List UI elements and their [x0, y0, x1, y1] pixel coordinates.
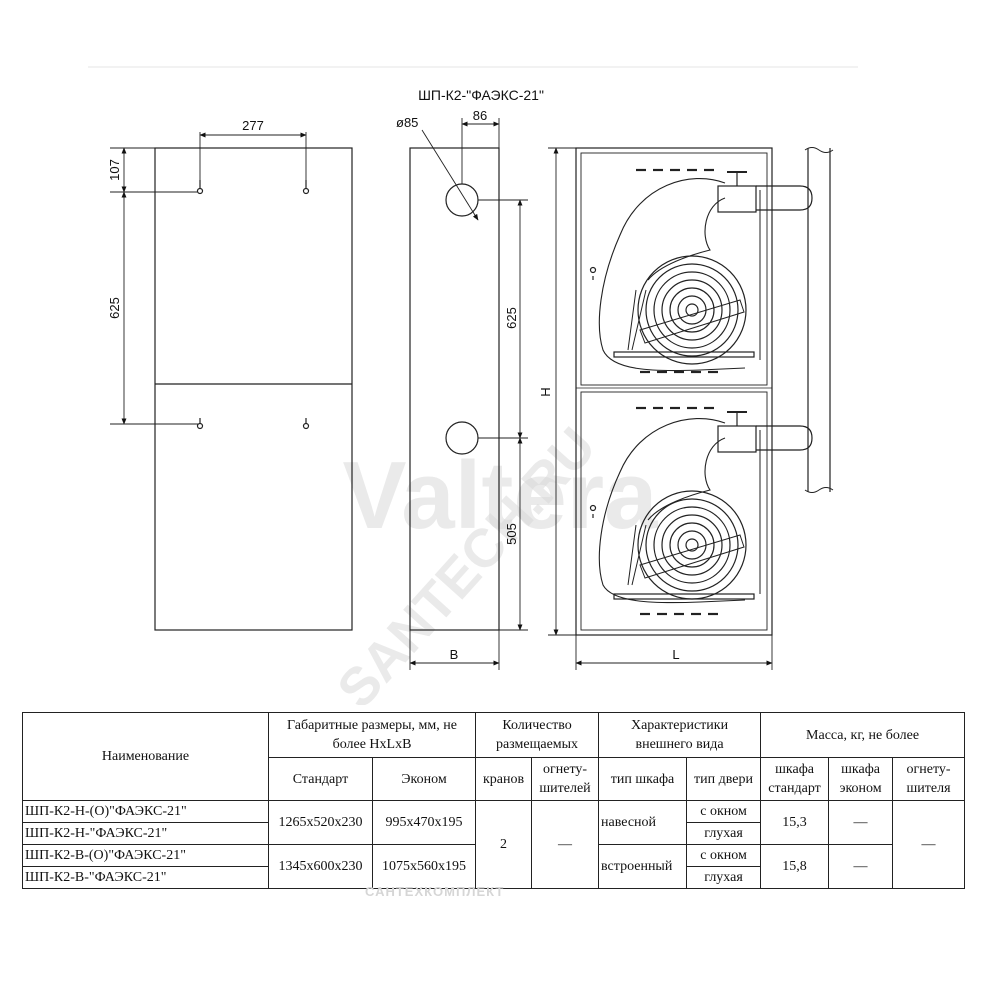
header-mass-eco: шкафа эконом: [828, 757, 894, 801]
door-lock-top: [589, 266, 597, 274]
dim-b: B: [450, 647, 459, 662]
mass-std-1: 15,3: [760, 800, 830, 845]
dim-625-side: 625: [504, 307, 519, 329]
mass-extinguisher: —: [892, 800, 966, 889]
front-view-frame: [575, 147, 773, 636]
dim-505: 505: [504, 523, 519, 545]
mass-eco-2: —: [828, 844, 894, 889]
dim-107: 107: [107, 159, 122, 181]
header-dimensions: Габаритные размеры, мм, не более HxLxB: [267, 712, 477, 758]
table-row: ШП-К2-Н-"ФАЭКС-21" глухая: [22, 822, 965, 845]
header-door-type: тип двери: [686, 757, 762, 801]
cabinet-type-2: встроенный: [598, 844, 688, 889]
table-row: ШП-К2-В-(О)"ФАЭКС-21" 1345x600x230 1075x…: [22, 844, 965, 889]
mass-std-2: 15,8: [760, 844, 830, 889]
vent-slots-top: [636, 168, 718, 374]
back-view: [154, 147, 353, 631]
side-view-dims: [409, 118, 528, 670]
header-mass: Масса, кг, не более: [760, 712, 966, 758]
back-view-dims: [110, 132, 307, 425]
drawing-title: ШП-К2-"ФАЭКС-21": [418, 87, 544, 103]
header-econom: Эконом: [371, 757, 477, 801]
dim-l: L: [672, 647, 679, 662]
watermark-main: Valtera: [343, 442, 659, 549]
spec-table: Наименование Габаритные размеры, мм, не …: [22, 712, 966, 889]
mass-eco-1: —: [828, 800, 894, 845]
front-view: [575, 147, 834, 636]
pipe-hole-top: [445, 183, 479, 217]
dim-standard-2: 1345x600x230: [268, 844, 373, 889]
technical-drawing: ШП-К2-"ФАЭКС-21" Valtera SANTECH.RU 277 …: [88, 66, 858, 705]
hose-reel-top: [598, 171, 761, 372]
table-row: ШП-К2-В-"ФАЭКС-21" глухая: [22, 866, 965, 889]
dim-standard-1: 1265x520x230: [268, 800, 373, 845]
header-mass-ext: огнету-шителя: [892, 757, 966, 801]
dim-econom-2: 1075x560x195: [371, 844, 477, 889]
dim-phi85: ø85: [396, 115, 418, 130]
cranes-count: 2: [475, 800, 533, 889]
header-quantity: Количество размещаемых: [475, 712, 600, 758]
header-mass-std: шкафа стандарт: [760, 757, 830, 801]
mount-hole-4: [302, 418, 310, 430]
dim-h: H: [538, 387, 553, 396]
cabinet-type-1: навесной: [598, 800, 688, 845]
header-name: Наименование: [22, 712, 269, 801]
dim-econom-1: 995x470x195: [371, 800, 477, 845]
vent-slots-bottom: [636, 406, 718, 616]
table-watermark: САНТЕХКОМПЛЕКТ: [365, 884, 505, 899]
model-name: ШП-К2-В-"ФАЭКС-21": [22, 866, 269, 889]
header-standard: Стандарт: [268, 757, 373, 801]
dim-277: 277: [242, 118, 264, 133]
hose-reel-bottom: [598, 411, 761, 604]
table-row: ШП-К2-Н-(О)"ФАЭКС-21" 1265x520x230 995x4…: [22, 800, 966, 889]
header-cranes: кранов: [475, 757, 533, 801]
front-view-dims: [548, 147, 773, 670]
header-extinguishers: огнету-шителей: [531, 757, 600, 801]
header-cabinet-type: тип шкафа: [598, 757, 688, 801]
dim-625-left: 625: [107, 297, 122, 319]
model-name: ШП-К2-Н-"ФАЭКС-21": [22, 822, 269, 845]
back-view-outline: [154, 147, 353, 631]
door-lock-bottom: [589, 504, 597, 512]
table-header-row-2: Стандарт Эконом кранов огнету-шителей ти…: [23, 757, 966, 801]
mount-hole-3: [196, 418, 204, 430]
riser-pipe: [756, 147, 834, 493]
extinguishers-count: —: [531, 800, 600, 889]
dim-86: 86: [473, 108, 487, 123]
table-header-row-1: Наименование Габаритные размеры, мм, не …: [22, 712, 966, 801]
door-type: с окном: [686, 800, 762, 823]
model-name: ШП-К2-В-(О)"ФАЭКС-21": [22, 844, 269, 867]
side-view-outline: [409, 147, 500, 631]
door-type: с окном: [686, 844, 762, 867]
door-type: глухая: [686, 822, 762, 845]
model-name: ШП-К2-Н-(О)"ФАЭКС-21": [22, 800, 269, 823]
door-type: глухая: [686, 866, 762, 889]
header-appearance: Характеристики внешнего вида: [598, 712, 762, 758]
